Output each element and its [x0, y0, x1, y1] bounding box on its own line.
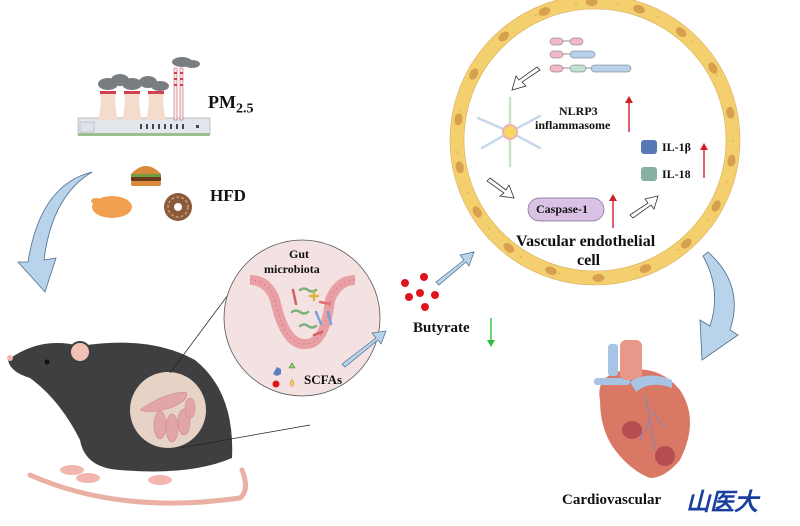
nlrp3-up-arrow	[625, 96, 633, 132]
cell-nucleus	[633, 4, 645, 14]
cell-nucleus	[675, 27, 687, 37]
pm25-label: PM2.5	[208, 92, 254, 117]
cell-nucleus	[472, 206, 482, 218]
heart-icon	[594, 340, 690, 478]
hfd-label: HFD	[210, 186, 246, 205]
cell-nucleus	[503, 243, 515, 253]
cell-nucleus	[681, 238, 692, 249]
cell-nucleus	[727, 154, 736, 167]
butyrate-down-arrow	[487, 318, 495, 347]
cell-nucleus	[711, 200, 721, 212]
flow-arrow-to-heart	[699, 251, 739, 361]
il-up-arrow	[700, 143, 708, 178]
inflammasome-icon	[476, 96, 542, 168]
caspase-up-arrow	[609, 194, 617, 228]
cell-nucleus	[545, 266, 557, 276]
endothelial-cell-ring	[449, 0, 741, 286]
cell-nucleus	[639, 264, 652, 273]
gut-label: Gut	[289, 247, 310, 261]
cell-nucleus	[538, 7, 551, 16]
gut-microbiota-circle	[223, 239, 381, 397]
burger-icon	[131, 166, 161, 186]
cell-nucleus	[708, 62, 718, 74]
chicken-icon	[91, 196, 132, 218]
outline-arrow-to-caspase	[486, 177, 515, 199]
cell-nucleus	[469, 68, 479, 80]
inflammasome-label: inflammasome	[535, 118, 611, 132]
cell-nucleus	[585, 0, 598, 7]
cell-nucleus	[498, 31, 509, 42]
butyrate-label: Butyrate	[413, 320, 470, 336]
flow-arrow-to-endothelium	[435, 251, 475, 286]
cell-nucleus	[455, 161, 464, 174]
caspase-label: Caspase-1	[536, 202, 589, 216]
donut-icon	[164, 193, 192, 221]
mouse-icon	[7, 341, 248, 506]
cardiovascular-label: Cardiovascular	[562, 492, 662, 508]
flow-arrow-to-butyrate	[341, 330, 387, 368]
outline-arrow-to-cytokines	[629, 195, 659, 219]
il1b-box	[641, 140, 657, 154]
outline-arrow-to-inflammasome	[511, 66, 541, 91]
nlrp3-domain-structure	[549, 37, 632, 73]
scfas-label: SCFAs	[304, 372, 343, 387]
il18-label: IL-18	[662, 167, 691, 181]
cell-nucleus	[592, 273, 605, 283]
microbiota-label: microbiota	[264, 262, 320, 276]
watermark-logo: 山医大	[686, 488, 758, 516]
il18-box	[641, 167, 657, 181]
flow-arrow-to-mouse	[17, 171, 93, 293]
caspase-pill	[527, 197, 605, 222]
cell-nucleus	[454, 113, 463, 126]
factory-icon	[77, 57, 211, 136]
il1b-label: IL-1β	[662, 140, 691, 154]
cell-nucleus	[726, 106, 735, 119]
zoom-line-bottom	[179, 424, 311, 449]
vascular-endothelial-label: Vascular endothelial	[516, 233, 656, 250]
nlrp3-label: NLRP3	[559, 104, 598, 118]
butyrate-molecules	[401, 273, 439, 311]
cell-label: cell	[577, 252, 601, 269]
